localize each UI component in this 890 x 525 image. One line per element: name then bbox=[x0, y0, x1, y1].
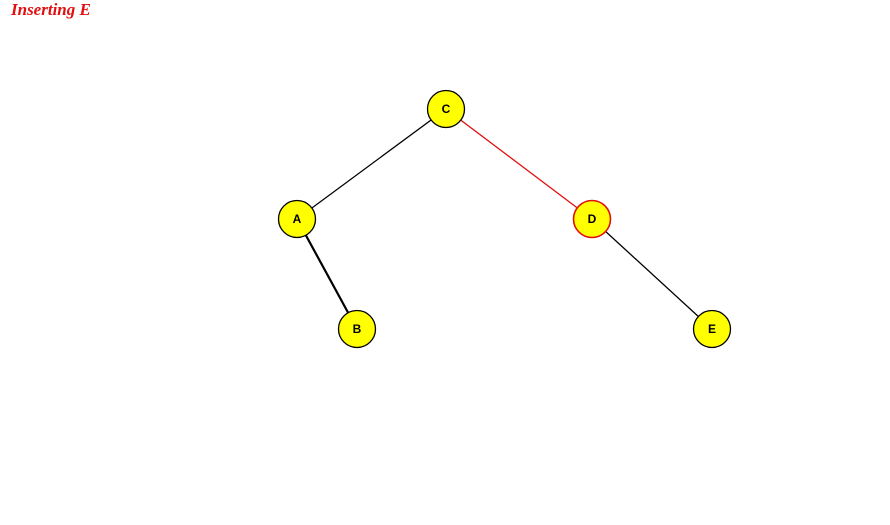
node-label-b: B bbox=[353, 322, 362, 336]
node-a: A bbox=[277, 199, 317, 239]
edge-c-d bbox=[445, 108, 593, 220]
nodes-layer: C A D B E bbox=[277, 89, 732, 349]
node-label-c: C bbox=[442, 102, 451, 116]
node-label-d: D bbox=[588, 212, 597, 226]
node-b: B bbox=[337, 309, 377, 349]
edge-d-e bbox=[591, 218, 713, 330]
edge-c-a bbox=[296, 108, 447, 220]
node-label-e: E bbox=[708, 322, 716, 336]
node-label-a: A bbox=[293, 212, 302, 226]
diagram-title: Inserting E bbox=[11, 0, 91, 19]
node-e: E bbox=[692, 309, 732, 349]
edges-layer bbox=[296, 108, 713, 330]
node-c: C bbox=[426, 89, 466, 129]
edge-a-b bbox=[296, 218, 358, 330]
node-d: D bbox=[572, 199, 612, 239]
